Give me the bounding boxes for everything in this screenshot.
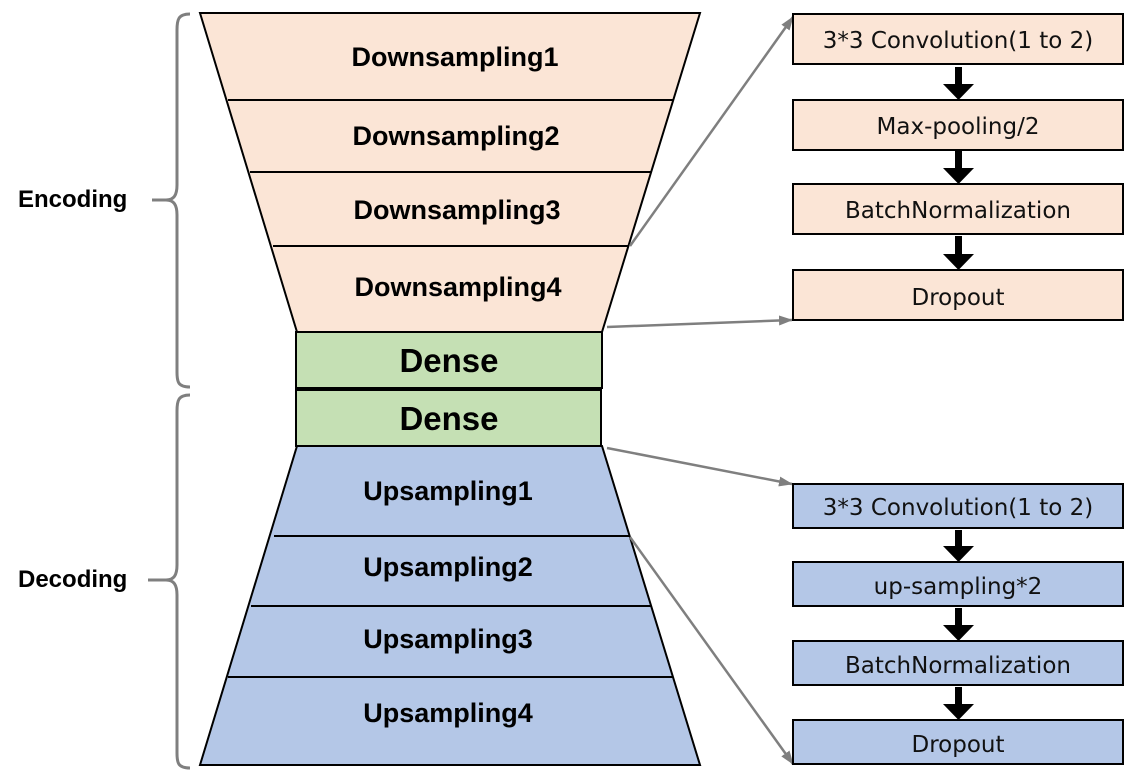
down-arrow-icon [943, 530, 974, 562]
encoder-step-1-label: 3*3 Convolution(1 to 2) [823, 28, 1093, 54]
decoder-step-4-label: Dropout [912, 732, 1005, 758]
decoder-stage-3-label: Upsampling3 [363, 624, 533, 654]
dense-layer-1-label: Dense [399, 342, 498, 379]
encoder-step-2-label: Max-pooling/2 [877, 114, 1040, 140]
decoder-step-3-label: BatchNormalization [845, 653, 1071, 679]
encoding-brace: Encoding [18, 12, 191, 389]
down-arrow-icon [943, 687, 974, 720]
decoder-step-2-label: up-sampling*2 [874, 574, 1043, 600]
encoder-stage-3-label: Downsampling3 [353, 195, 560, 225]
decoder-connector-bottom [628, 536, 795, 765]
decoder-connector-top [606, 446, 793, 487]
encoder-stage-1-label: Downsampling1 [351, 42, 558, 72]
encoder-step-box [792, 99, 1124, 151]
decoding-brace: Decoding [18, 393, 191, 770]
encoder-funnel: Downsampling1 Downsampling2 Downsampling… [198, 12, 702, 333]
dense-layer-2 [295, 389, 602, 447]
decoder-stage-1-label: Upsampling1 [363, 476, 533, 506]
decoder-detail-pipeline: 3*3 Convolution(1 to 2) up-sampling*2 Ba… [792, 483, 1124, 765]
decoder-step-1-label: 3*3 Convolution(1 to 2) [823, 495, 1093, 521]
encoder-stage-2-label: Downsampling2 [352, 121, 559, 151]
connectors [606, 16, 795, 765]
decoding-label: Decoding [18, 566, 127, 593]
encoding-label: Encoding [18, 186, 127, 213]
dense-layer-1 [295, 331, 603, 389]
down-arrow-icon [943, 236, 974, 270]
decoder-stage-4-label: Upsampling4 [363, 698, 533, 728]
decoder-step-box [792, 483, 1124, 529]
down-arrow-icon [943, 151, 974, 184]
bottleneck: Dense Dense [295, 331, 603, 447]
decoder-step-box [792, 640, 1124, 686]
encoder-step-3-label: BatchNormalization [845, 198, 1071, 224]
decoder-step-box [792, 561, 1124, 607]
encoder-stage-4-label: Downsampling4 [354, 272, 561, 302]
encoder-step-box [792, 13, 1124, 65]
decoder-funnel: Upsampling1 Upsampling2 Upsampling3 Upsa… [198, 445, 702, 766]
down-arrow-icon [943, 67, 974, 100]
dense-layer-2-label: Dense [399, 400, 498, 437]
encoder-step-4-label: Dropout [912, 285, 1005, 311]
down-arrow-icon [943, 608, 974, 641]
encoder-detail-pipeline: 3*3 Convolution(1 to 2) Max-pooling/2 Ba… [792, 13, 1124, 321]
decoder-step-box [792, 719, 1124, 765]
encoding-brace-icon [165, 12, 191, 389]
encoder-step-box [792, 269, 1124, 321]
encoder-connector-top [628, 16, 795, 247]
encoder-connector-bottom [606, 315, 793, 329]
encoder-step-box [792, 183, 1124, 235]
decoder-stage-2-label: Upsampling2 [363, 552, 533, 582]
decoding-brace-icon [165, 393, 191, 770]
